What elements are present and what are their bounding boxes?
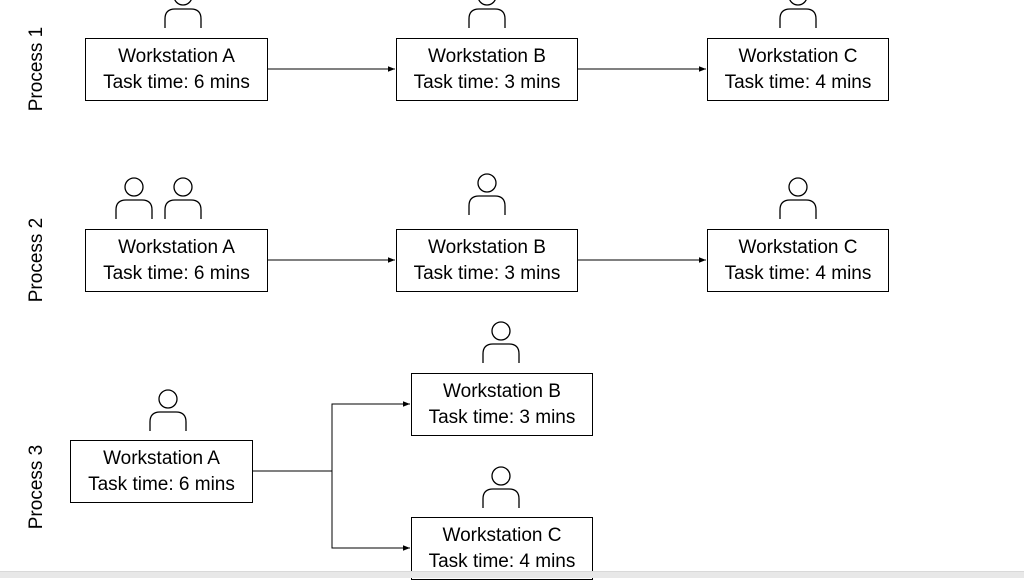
workstation-name: Workstation B — [443, 380, 561, 402]
process-3-workstation-c: Workstation C Task time: 4 mins — [411, 517, 593, 580]
process-1-workstation-b: Workstation B Task time: 3 mins — [396, 38, 578, 101]
worker-icon — [164, 177, 202, 219]
worker-icon — [115, 177, 153, 219]
task-time: Task time: 3 mins — [413, 262, 561, 284]
worker-icon — [164, 0, 202, 28]
workstation-name: Workstation C — [738, 236, 858, 258]
process-2-workstation-a: Workstation A Task time: 6 mins — [85, 229, 268, 292]
task-time: Task time: 6 mins — [88, 473, 235, 495]
process-2-workstation-b: Workstation B Task time: 3 mins — [396, 229, 578, 292]
worker-icon — [468, 173, 506, 215]
process-2-label: Process 2 — [26, 217, 47, 303]
workstation-name: Workstation C — [738, 45, 858, 67]
worker-icon — [779, 177, 817, 219]
workstation-name: Workstation C — [442, 524, 562, 546]
workstation-name: Workstation B — [428, 236, 546, 258]
task-time: Task time: 6 mins — [103, 71, 250, 93]
task-time: Task time: 4 mins — [724, 262, 872, 284]
process-2-workstation-c: Workstation C Task time: 4 mins — [707, 229, 889, 292]
worker-icon — [482, 466, 520, 508]
arrow-p3-a-to-b — [331, 401, 410, 471]
bottom-scroll-strip — [0, 571, 1024, 578]
task-time: Task time: 3 mins — [413, 71, 561, 93]
arrow-p3-a-to-c — [331, 471, 410, 551]
task-time: Task time: 4 mins — [724, 71, 872, 93]
task-time: Task time: 3 mins — [428, 406, 576, 428]
workstation-name: Workstation A — [118, 236, 235, 258]
workstation-name: Workstation A — [118, 45, 235, 67]
workstation-name: Workstation B — [428, 45, 546, 67]
task-time: Task time: 6 mins — [103, 262, 250, 284]
workstation-name: Workstation A — [103, 447, 220, 469]
worker-icon — [149, 389, 187, 431]
process-3-label: Process 3 — [26, 444, 47, 530]
process-1-workstation-c: Workstation C Task time: 4 mins — [707, 38, 889, 101]
process-3-workstation-b: Workstation B Task time: 3 mins — [411, 373, 593, 436]
process-1-label: Process 1 — [26, 26, 47, 112]
worker-icon — [779, 0, 817, 28]
process-3-workstation-a: Workstation A Task time: 6 mins — [70, 440, 253, 503]
worker-icon — [482, 321, 520, 363]
worker-icon — [468, 0, 506, 28]
process-1-workstation-a: Workstation A Task time: 6 mins — [85, 38, 268, 101]
task-time: Task time: 4 mins — [428, 550, 576, 572]
